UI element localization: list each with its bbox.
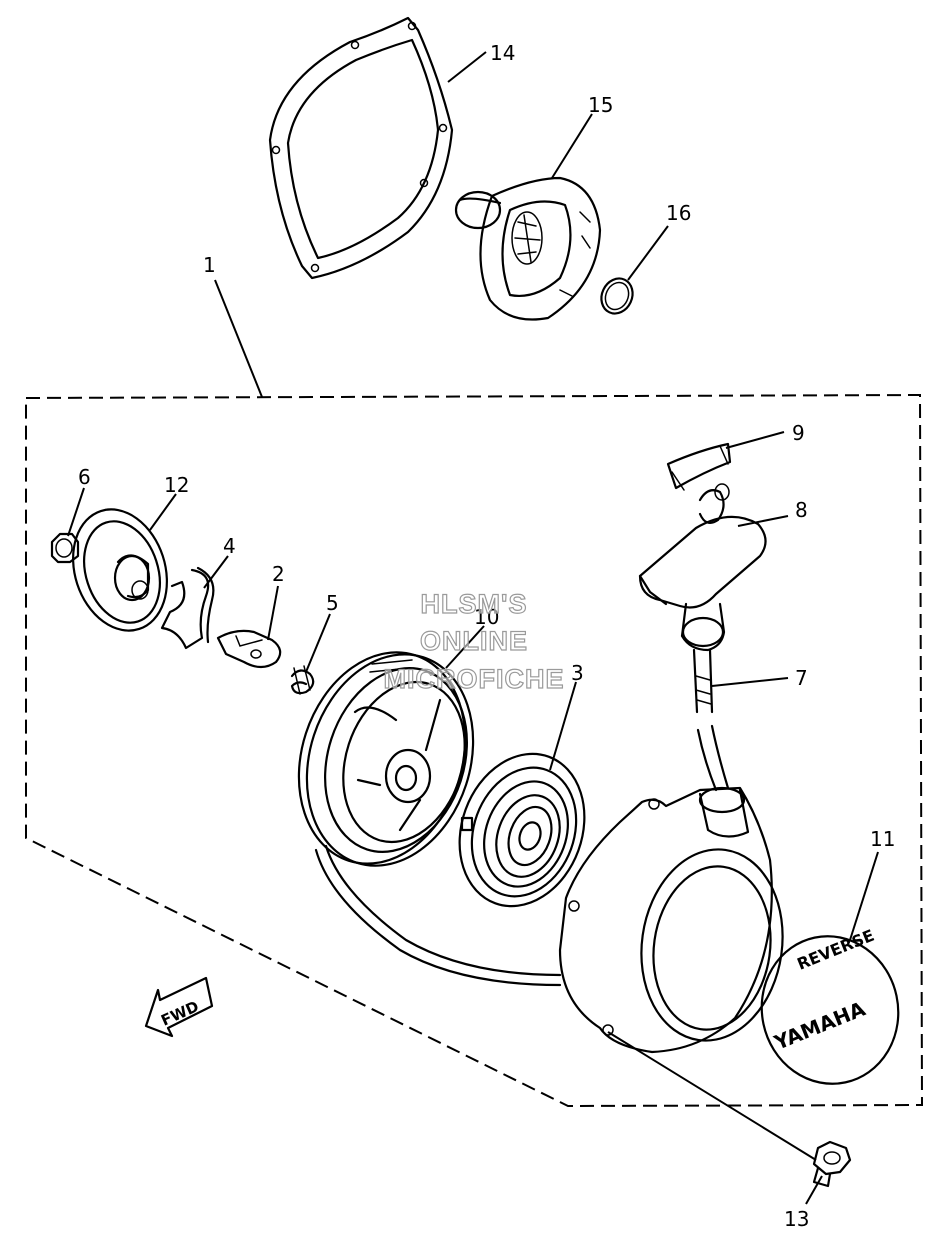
leader-lines xyxy=(67,51,879,1205)
assembly-boundary xyxy=(25,393,924,1108)
part-number-14: 14 xyxy=(490,41,515,65)
part-number-16: 16 xyxy=(666,201,691,225)
part-number-11: 11 xyxy=(870,827,895,851)
drive-plate-part xyxy=(72,508,168,632)
forward-direction-arrow: FWD xyxy=(144,976,214,1038)
part-number-10: 10 xyxy=(474,605,499,629)
part-number-8: 8 xyxy=(795,498,808,522)
pawl-part xyxy=(216,629,282,669)
starter-rope-part xyxy=(692,648,730,792)
part-number-3: 3 xyxy=(571,661,584,685)
bolt-part xyxy=(812,1140,852,1188)
part-number-13: 13 xyxy=(784,1207,809,1231)
gasket-part xyxy=(268,16,454,280)
o-ring-part xyxy=(600,277,634,315)
watermark: HLSM'S ONLINE MICROFICHE xyxy=(383,588,565,694)
watermark-line-3: MICROFICHE xyxy=(384,664,565,694)
starter-handle-part xyxy=(638,483,767,652)
part-number-7: 7 xyxy=(795,666,808,690)
starter-case-part xyxy=(558,786,784,1054)
drive-pulley-part xyxy=(454,176,602,321)
spiral-spring-part xyxy=(458,752,586,908)
part-number-5: 5 xyxy=(326,591,339,615)
part-number-6: 6 xyxy=(78,465,91,489)
part-number-labels: 1 2 3 4 5 6 7 8 9 10 11 12 13 14 15 16 xyxy=(78,41,895,1231)
part-number-2: 2 xyxy=(272,562,285,586)
watermark-line-1: HLSM'S xyxy=(421,589,528,619)
starter-pulley-part xyxy=(297,651,562,987)
part-number-4: 4 xyxy=(223,534,236,558)
part-number-15: 15 xyxy=(588,93,613,117)
part-number-12: 12 xyxy=(164,473,189,497)
part-number-9: 9 xyxy=(792,421,805,445)
nut-part xyxy=(50,532,80,564)
emblem-yamaha-text: YAMAHA xyxy=(770,996,869,1055)
small-spring-part xyxy=(290,665,315,695)
part-number-1: 1 xyxy=(203,253,216,277)
forward-arrow-label: FWD xyxy=(158,997,201,1029)
emblem-reverse-text: REVERSE xyxy=(794,926,877,974)
handle-cap-part xyxy=(666,442,732,491)
spring-clip-part xyxy=(160,566,215,650)
emblem-part: REVERSE YAMAHA xyxy=(760,926,900,1085)
watermark-line-2: ONLINE xyxy=(420,626,528,656)
